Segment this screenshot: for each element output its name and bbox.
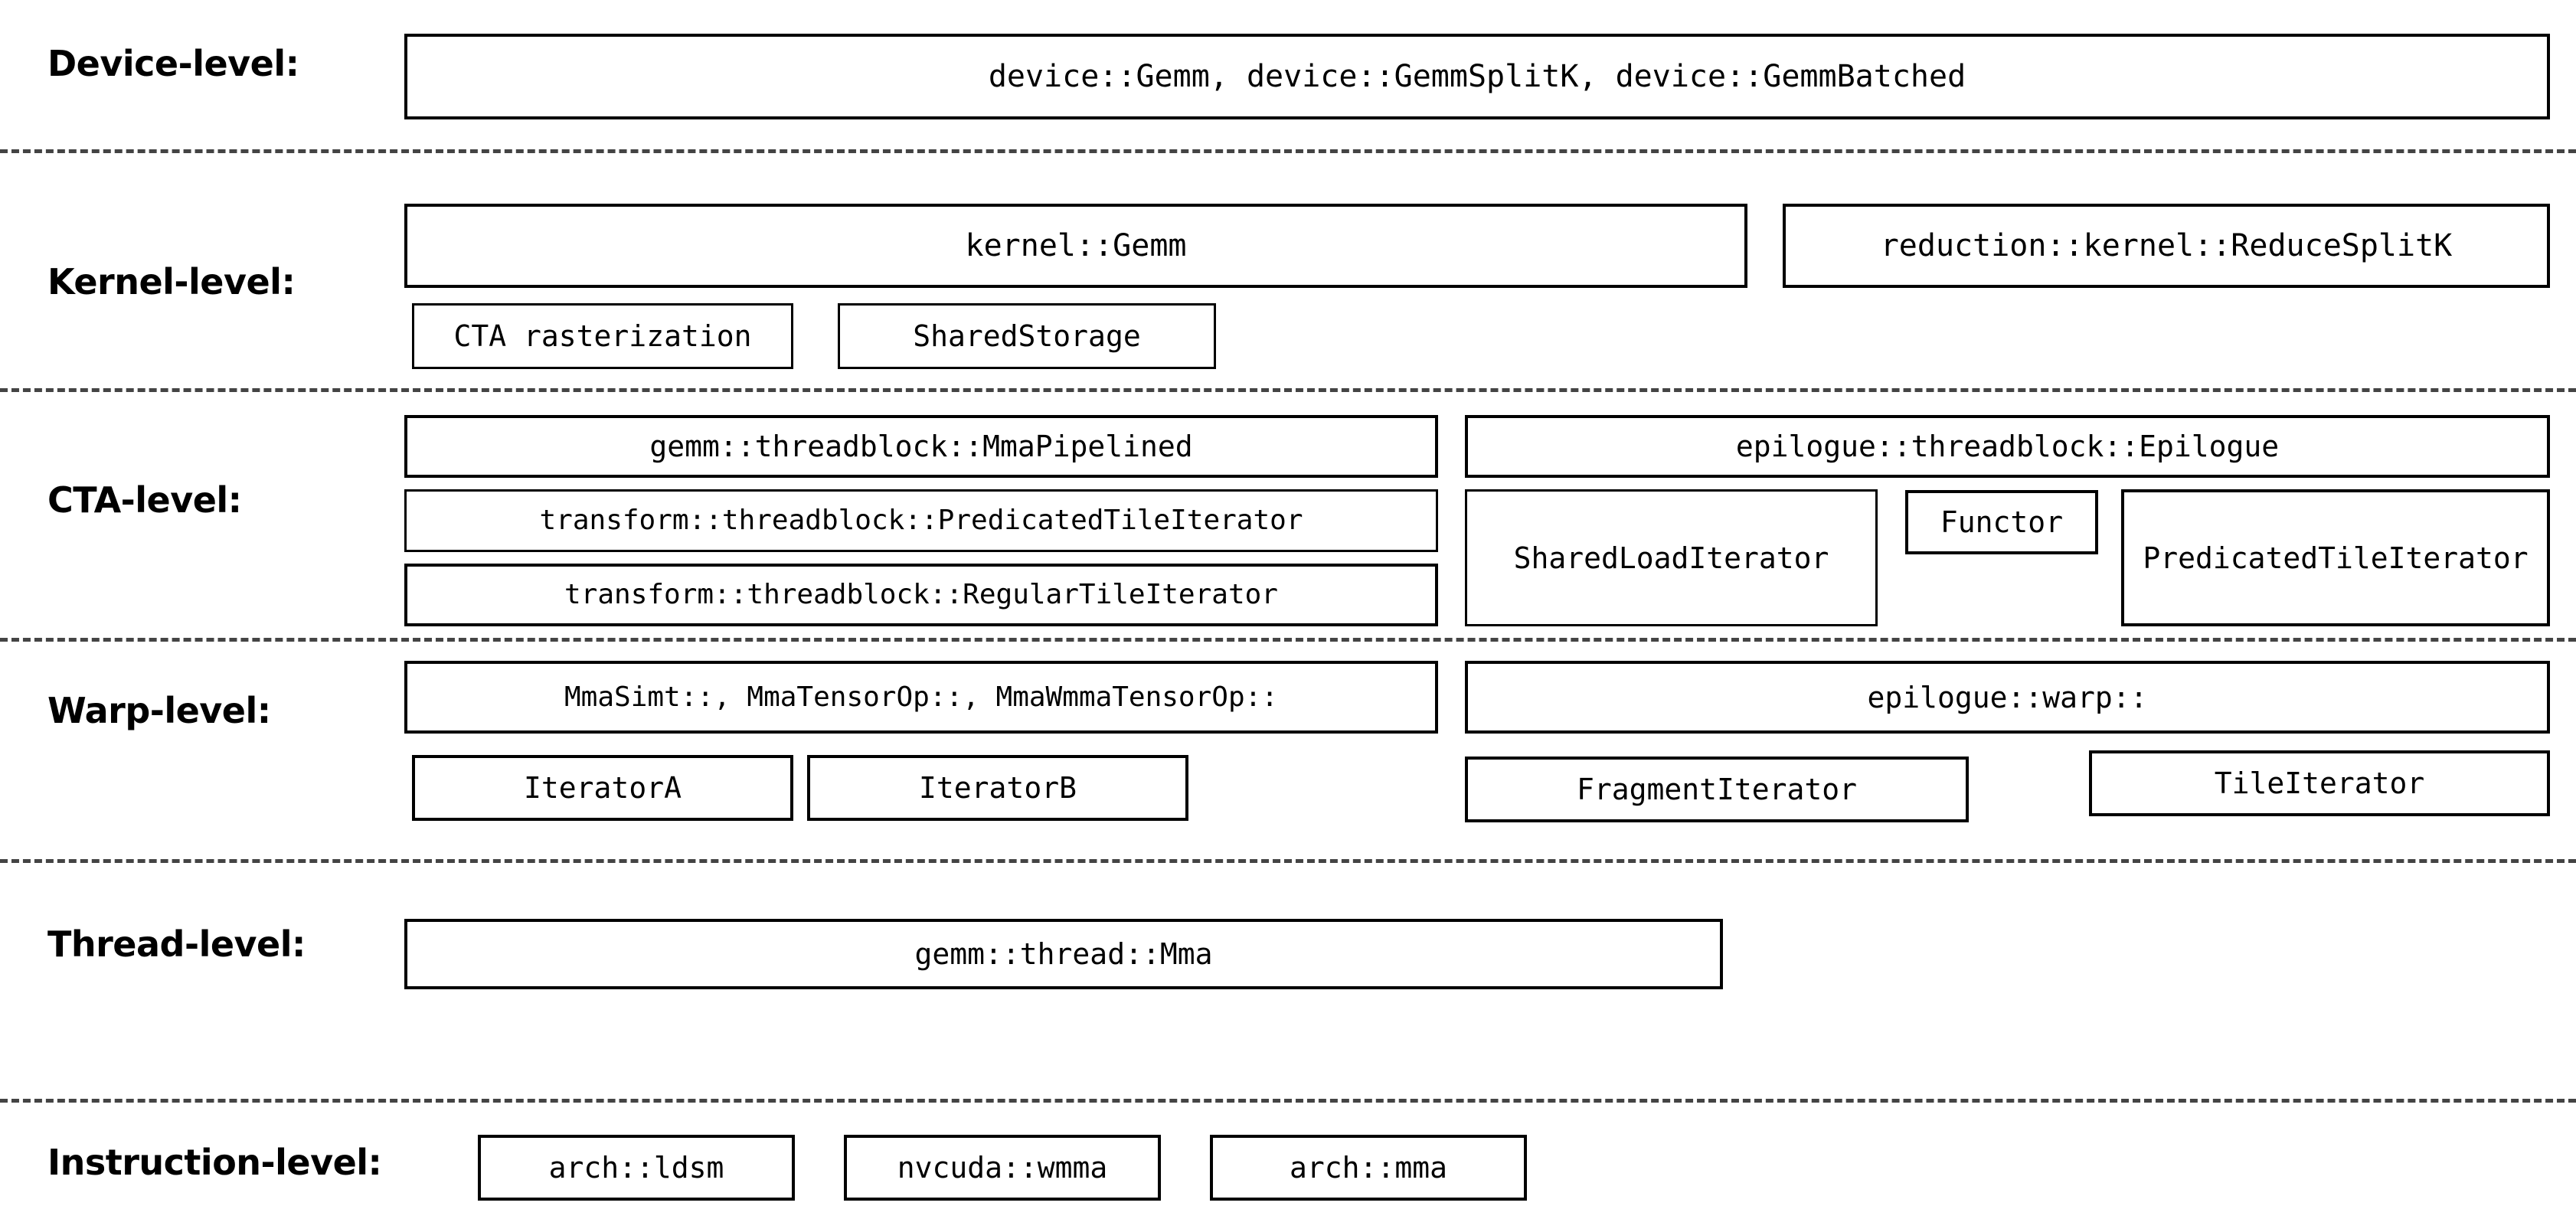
box-epilogue-warp-label: epilogue::warp:: bbox=[1867, 680, 2148, 714]
box-nvcuda-wmma-label: nvcuda::wmma bbox=[897, 1151, 1108, 1185]
box-epilogue-threadblock-epilogue[interactable]: epilogue::threadblock::Epilogue bbox=[1465, 415, 2550, 478]
box-epilogue-warp[interactable]: epilogue::warp:: bbox=[1465, 661, 2550, 734]
box-kernel-gemm[interactable]: kernel::Gemm bbox=[404, 204, 1747, 288]
box-iterator-a[interactable]: IteratorA bbox=[412, 755, 793, 821]
divider-kernel-cta bbox=[0, 388, 2576, 392]
box-arch-ldsm-label: arch::ldsm bbox=[548, 1151, 724, 1185]
box-reduction-kernel-reducesplitk[interactable]: reduction::kernel::ReduceSplitK bbox=[1783, 204, 2550, 288]
box-epilogue-threadblock-epilogue-label: epilogue::threadblock::Epilogue bbox=[1735, 430, 2280, 463]
level-label-device: Device-level: bbox=[47, 43, 299, 84]
box-shared-storage[interactable]: SharedStorage bbox=[838, 303, 1216, 369]
box-tileiterator-label: TileIterator bbox=[2214, 766, 2425, 800]
box-gemm-threadblock-mmapipelined-label: gemm::threadblock::MmaPipelined bbox=[649, 430, 1193, 463]
level-label-instruction: Instruction-level: bbox=[47, 1142, 382, 1183]
box-device-gemm[interactable]: device::Gemm, device::GemmSplitK, device… bbox=[404, 34, 2550, 119]
box-kernel-gemm-label: kernel::Gemm bbox=[965, 228, 1187, 263]
box-shared-storage-label: SharedStorage bbox=[913, 319, 1141, 353]
box-predicatedtileiterator[interactable]: PredicatedTileIterator bbox=[2121, 489, 2550, 626]
box-gemm-thread-mma[interactable]: gemm::thread::Mma bbox=[404, 919, 1723, 989]
divider-thread-instruction bbox=[0, 1099, 2576, 1103]
box-iterator-b[interactable]: IteratorB bbox=[807, 755, 1188, 821]
box-transform-threadblock-regulartileiterator-label: transform::threadblock::RegularTileItera… bbox=[564, 579, 1278, 610]
box-gemm-threadblock-mmapipelined[interactable]: gemm::threadblock::MmaPipelined bbox=[404, 415, 1438, 478]
box-gemm-thread-mma-label: gemm::thread::Mma bbox=[914, 937, 1213, 971]
divider-warp-thread bbox=[0, 859, 2576, 863]
box-predicatedtileiterator-label: PredicatedTileIterator bbox=[2143, 541, 2529, 575]
box-fragmentiterator-label: FragmentIterator bbox=[1576, 773, 1858, 806]
box-arch-ldsm[interactable]: arch::ldsm bbox=[478, 1135, 795, 1201]
box-transform-threadblock-predicatedtileiterator-label: transform::threadblock::PredicatedTileIt… bbox=[539, 505, 1303, 536]
box-nvcuda-wmma[interactable]: nvcuda::wmma bbox=[844, 1135, 1161, 1201]
box-iterator-b-label: IteratorB bbox=[919, 771, 1077, 805]
box-cta-rasterization[interactable]: CTA rasterization bbox=[412, 303, 793, 369]
divider-cta-warp bbox=[0, 638, 2576, 642]
level-label-warp: Warp-level: bbox=[47, 690, 271, 731]
divider-device-kernel bbox=[0, 149, 2576, 153]
box-arch-mma-label: arch::mma bbox=[1290, 1151, 1447, 1185]
box-tileiterator[interactable]: TileIterator bbox=[2089, 750, 2550, 816]
box-warp-mma-ops[interactable]: MmaSimt::, MmaTensorOp::, MmaWmmaTensorO… bbox=[404, 661, 1438, 734]
level-label-thread: Thread-level: bbox=[47, 923, 306, 965]
box-transform-threadblock-regulartileiterator[interactable]: transform::threadblock::RegularTileItera… bbox=[404, 564, 1438, 626]
box-functor[interactable]: Functor bbox=[1905, 490, 2098, 554]
level-label-kernel: Kernel-level: bbox=[47, 261, 296, 302]
box-warp-mma-ops-label: MmaSimt::, MmaTensorOp::, MmaWmmaTensorO… bbox=[564, 681, 1278, 713]
box-sharedloaditerator[interactable]: SharedLoadIterator bbox=[1465, 489, 1878, 626]
box-reduction-kernel-reducesplitk-label: reduction::kernel::ReduceSplitK bbox=[1880, 228, 2453, 263]
box-arch-mma[interactable]: arch::mma bbox=[1210, 1135, 1527, 1201]
box-functor-label: Functor bbox=[1940, 505, 2064, 539]
box-device-gemm-label: device::Gemm, device::GemmSplitK, device… bbox=[988, 59, 1966, 94]
box-transform-threadblock-predicatedtileiterator[interactable]: transform::threadblock::PredicatedTileIt… bbox=[404, 489, 1438, 552]
level-label-cta: CTA-level: bbox=[47, 479, 242, 521]
box-fragmentiterator[interactable]: FragmentIterator bbox=[1465, 757, 1969, 822]
box-sharedloaditerator-label: SharedLoadIterator bbox=[1513, 541, 1829, 575]
box-cta-rasterization-label: CTA rasterization bbox=[453, 319, 752, 353]
box-iterator-a-label: IteratorA bbox=[524, 771, 682, 805]
